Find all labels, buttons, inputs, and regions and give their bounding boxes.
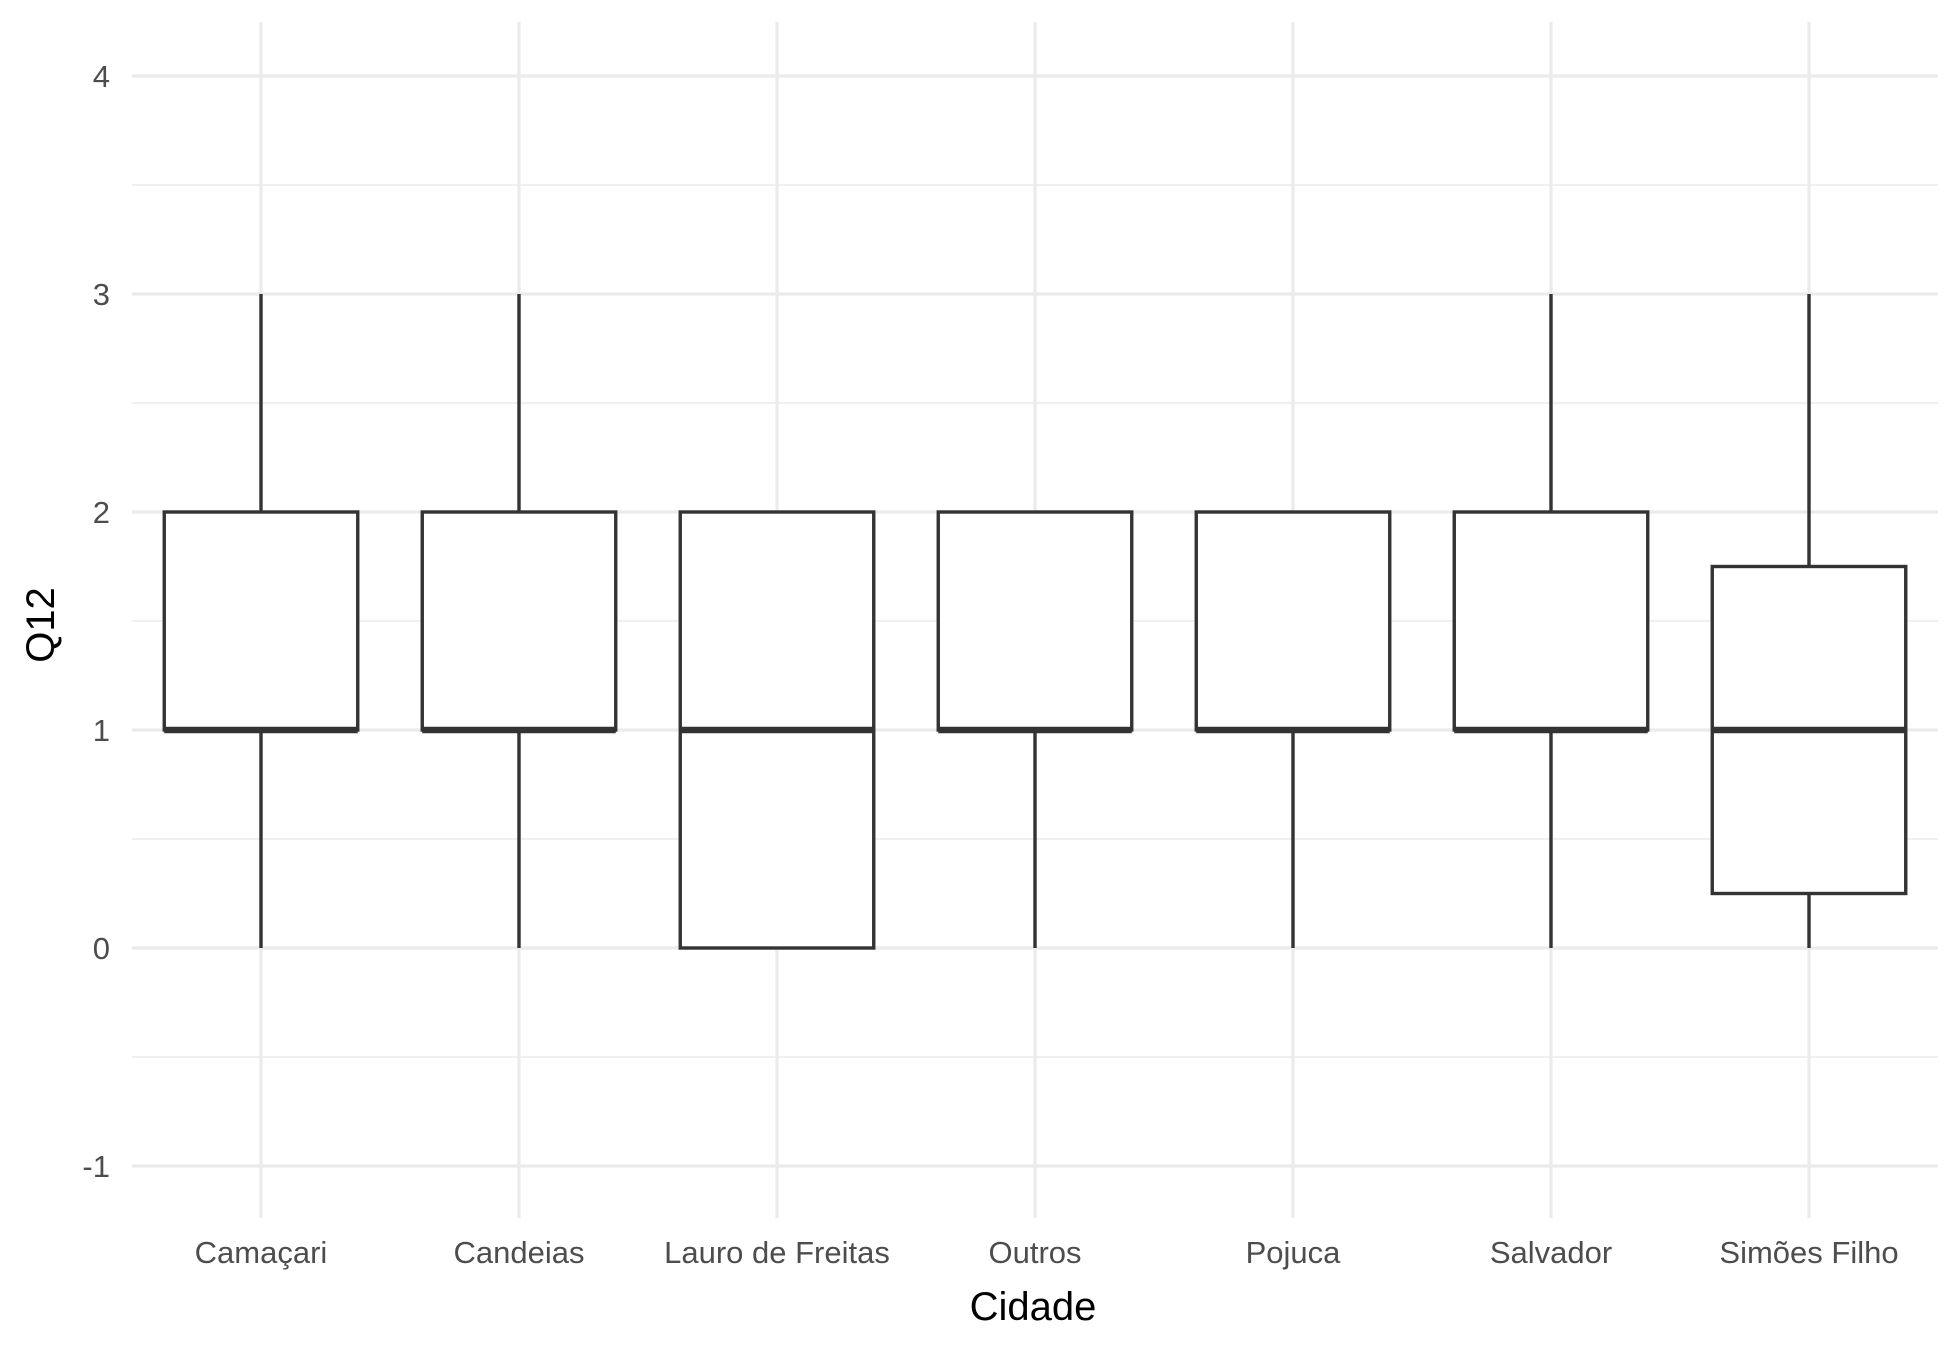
box-group	[162, 294, 360, 948]
x-tick-label: Salvador	[1490, 1235, 1612, 1270]
x-tick-label: Lauro de Freitas	[664, 1235, 890, 1270]
y-tick-label: -1	[82, 1149, 110, 1184]
box-group	[1452, 294, 1650, 948]
box-group	[1194, 510, 1392, 948]
box-iqr	[1452, 510, 1650, 732]
x-tick-label: Candeias	[454, 1235, 585, 1270]
box-iqr	[162, 510, 360, 732]
x-tick-label: Simões Filho	[1719, 1235, 1898, 1270]
y-tick-label: 2	[93, 495, 110, 530]
y-axis-title: Q12	[19, 587, 63, 663]
box-group	[1710, 294, 1908, 948]
x-axis-title: Cidade	[970, 1285, 1097, 1329]
y-axis-ticks: -1 0 1 2 3 4	[82, 59, 110, 1184]
y-tick-label: 1	[93, 713, 110, 748]
x-axis-ticks: Camaçari Candeias Lauro de Freitas Outros Po…	[195, 1235, 1899, 1270]
y-tick-label: 4	[93, 59, 110, 94]
y-tick-label: 0	[93, 931, 110, 966]
boxes	[162, 294, 1908, 950]
box-iqr	[420, 510, 618, 732]
x-tick-label: Outros	[988, 1235, 1081, 1270]
x-tick-label: Camaçari	[195, 1235, 328, 1270]
box-iqr	[936, 510, 1134, 732]
box-group	[420, 294, 618, 948]
box-group	[936, 510, 1134, 948]
box-group	[678, 510, 876, 950]
x-tick-label: Pojuca	[1246, 1235, 1342, 1270]
y-tick-label: 3	[93, 277, 110, 312]
box-iqr	[1194, 510, 1392, 732]
